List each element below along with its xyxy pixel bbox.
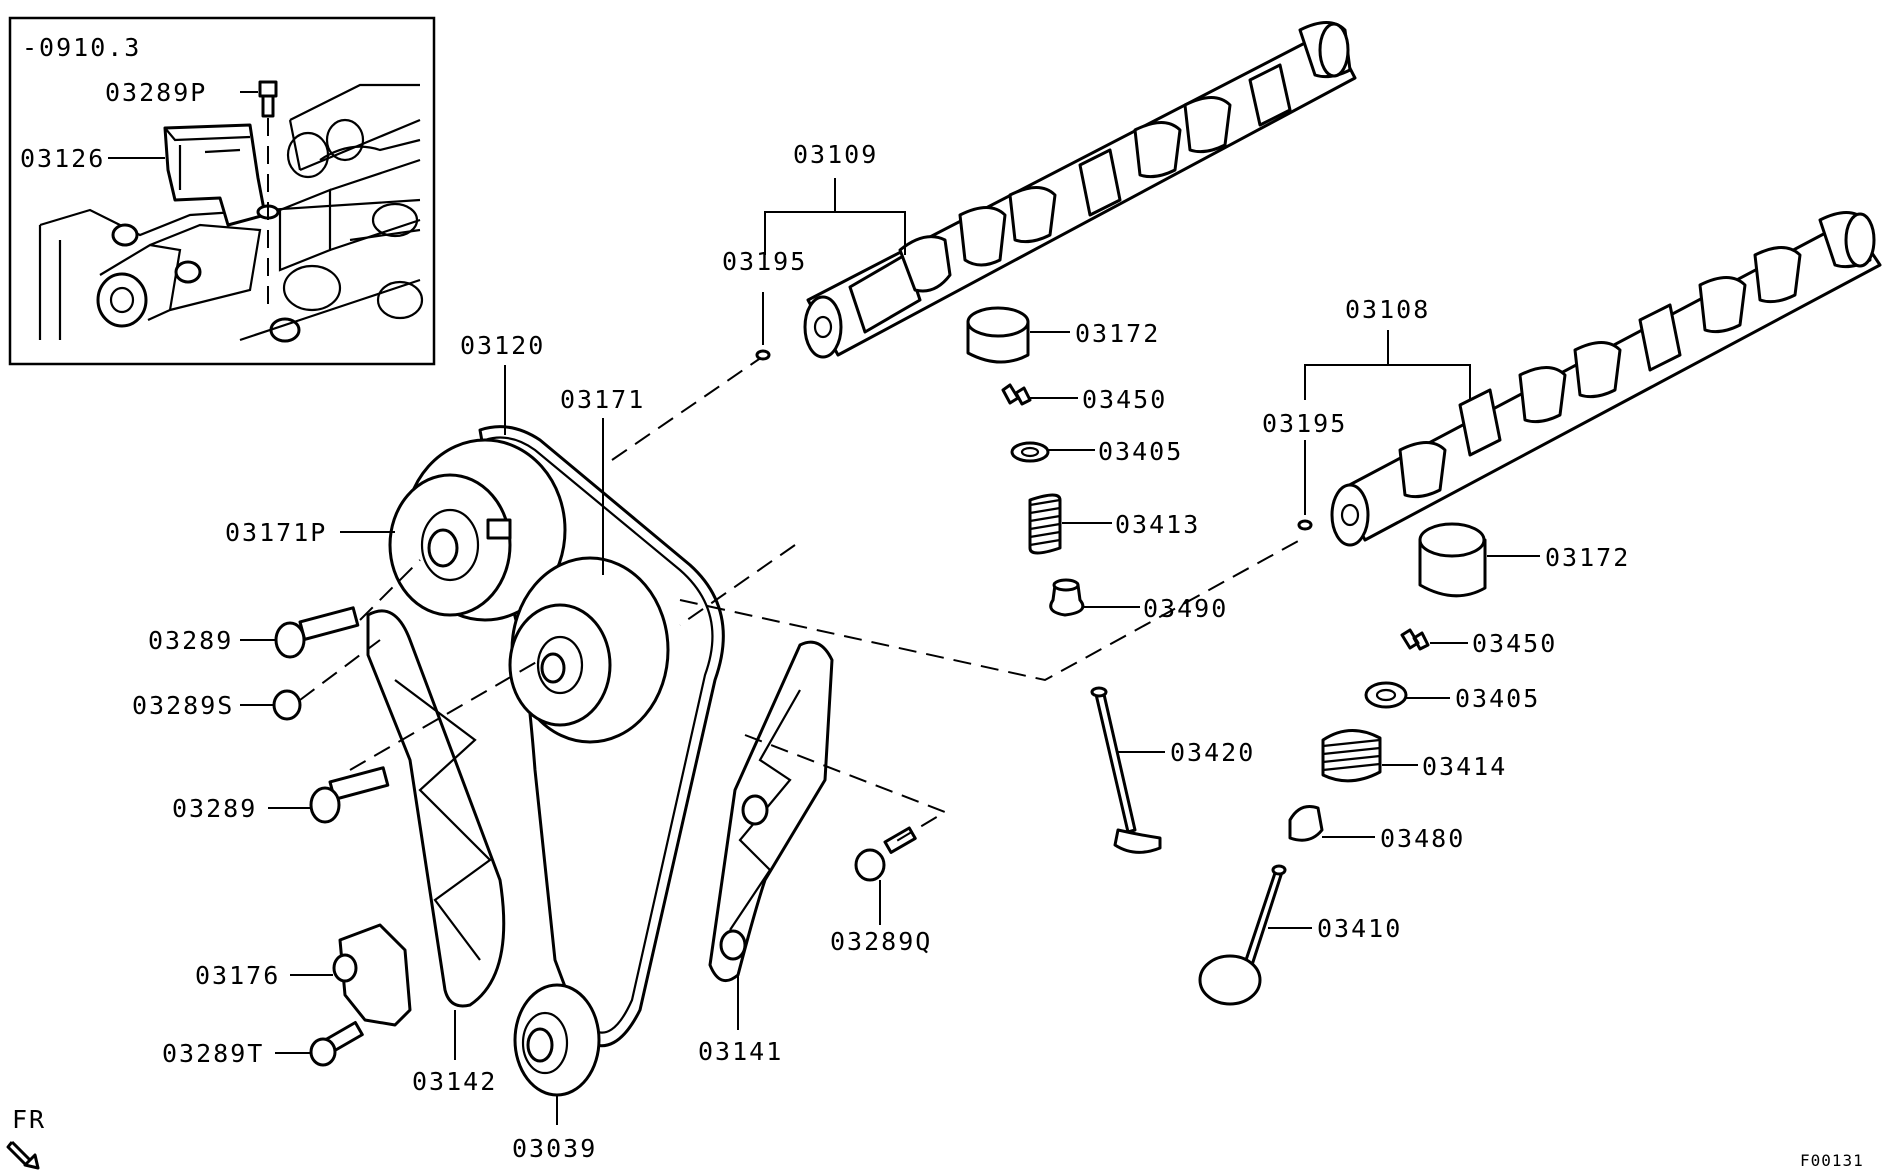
label-03176: 03176 [195, 961, 280, 990]
bracket-03126 [163, 123, 280, 227]
label-03405-a: 03405 [1098, 437, 1183, 466]
label-03109: 03109 [793, 140, 878, 169]
retainer-lock-03450-b [1400, 628, 1430, 651]
front-arrow-icon [6, 1140, 40, 1170]
callout-03141: 03141 [698, 975, 783, 1066]
valve-03420 [1090, 686, 1162, 854]
callout-03172-a: 03172 [1030, 319, 1160, 348]
valve-03410 [1198, 864, 1287, 1006]
label-03126: 03126 [20, 144, 105, 173]
callout-03195-a: 03195 [722, 247, 807, 361]
label-03289Q: 03289Q [830, 927, 932, 956]
retainer-lock-03450-a [1001, 383, 1032, 406]
label-03289S: 03289S [132, 691, 234, 720]
cam-sprocket-03171P [388, 438, 567, 622]
orientation-label: FR [12, 1105, 46, 1134]
label-03171: 03171 [560, 385, 645, 414]
orientation-indicator: FR [6, 1105, 46, 1170]
chain-tensioner-03176 [332, 923, 412, 1027]
callout-03405-a: 03405 [1048, 437, 1183, 466]
valve-spring-03414 [1321, 729, 1382, 783]
callout-03410: 03410 [1268, 914, 1402, 943]
washer-03289S [272, 689, 302, 721]
callout-03142: 03142 [412, 1010, 497, 1096]
label-03289-a: 03289 [148, 626, 233, 655]
inset-panel: -0910.3 [8, 16, 436, 366]
callout-03171: 03171 [560, 385, 645, 575]
spring-retainer-03405-a [1010, 441, 1050, 463]
valve-spring-03413 [1028, 493, 1062, 555]
callout-03450-b: 03450 [1430, 629, 1557, 658]
callout-03039: 03039 [512, 1095, 597, 1163]
label-03172-b: 03172 [1545, 543, 1630, 572]
callout-03108: 03108 [1304, 295, 1471, 400]
label-03141: 03141 [698, 1037, 783, 1066]
label-03413: 03413 [1115, 510, 1200, 539]
callout-03195-b: 03195 [1262, 409, 1347, 531]
figure-code: F00131 [1800, 1151, 1864, 1170]
label-03171P: 03171P [225, 518, 327, 547]
callout-03413: 03413 [1062, 510, 1200, 539]
label-03420: 03420 [1170, 738, 1255, 767]
label-03172-a: 03172 [1075, 319, 1160, 348]
callout-03289-a: 03289 [148, 626, 276, 655]
dashed-assembly-lines [299, 354, 1301, 846]
callout-03450-a: 03450 [1030, 385, 1167, 414]
valve-parts-exhaust [966, 306, 1085, 617]
stem-seal-03490 [1049, 583, 1085, 617]
callout-03490: 03490 [1082, 594, 1228, 623]
bolt-03289T [309, 1021, 364, 1067]
label-03195-b: 03195 [1262, 409, 1347, 438]
camshaft-03108 [1330, 211, 1882, 547]
chain-guide-03142 [366, 609, 506, 1008]
callout-03405-b: 03405 [1406, 684, 1540, 713]
label-03414: 03414 [1422, 752, 1507, 781]
bolt-03289-b [309, 766, 390, 824]
label-03450-b: 03450 [1472, 629, 1557, 658]
label-03120: 03120 [460, 331, 545, 360]
callout-03289S: 03289S [132, 691, 274, 720]
label-03142: 03142 [412, 1067, 497, 1096]
label-03039: 03039 [512, 1134, 597, 1163]
label-03289P: 03289P [105, 78, 207, 107]
valve-parts-intake [1090, 522, 1487, 1006]
callout-03289Q: 03289Q [830, 880, 932, 956]
spring-retainer-03405-b [1364, 681, 1408, 709]
callout-03109: 03109 [764, 140, 906, 255]
callout-03414: 03414 [1382, 752, 1507, 781]
callout-03171P: 03171P [225, 518, 395, 547]
label-03289T: 03289T [162, 1039, 264, 1068]
label-03405-b: 03405 [1455, 684, 1540, 713]
label-03490: 03490 [1143, 594, 1228, 623]
label-03450-a: 03450 [1082, 385, 1167, 414]
chain-guide-03141 [708, 640, 834, 983]
spring-seat-03480 [1288, 805, 1324, 842]
callout-03172-b: 03172 [1487, 543, 1630, 572]
callout-03120: 03120 [460, 331, 545, 435]
label-03108: 03108 [1345, 295, 1430, 324]
inset-version-label: -0910.3 [22, 33, 141, 62]
label-03289-b: 03289 [172, 794, 257, 823]
callout-03289T: 03289T [162, 1039, 310, 1068]
label-03195-a: 03195 [722, 247, 807, 276]
callout-03176: 03176 [195, 961, 333, 990]
callout-03289-b: 03289 [172, 794, 311, 823]
crank-sprocket-03039 [513, 983, 601, 1097]
bolt-03289P [258, 80, 278, 118]
label-03480: 03480 [1380, 824, 1465, 853]
bolt-03289-a [274, 606, 360, 659]
cam-sprocket-03171 [508, 556, 670, 744]
label-03410: 03410 [1317, 914, 1402, 943]
callout-03480: 03480 [1322, 824, 1465, 853]
camshaft-03109 [803, 21, 1357, 359]
callout-03420: 03420 [1118, 738, 1255, 767]
